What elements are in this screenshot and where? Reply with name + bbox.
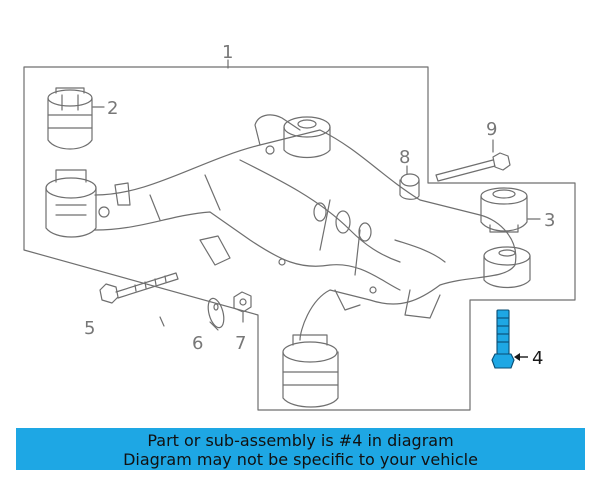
frame-top-mount bbox=[283, 116, 331, 159]
frame-left-bushing bbox=[45, 169, 97, 238]
parts-diagram: 1 2 3 4 5 6 7 8 9 bbox=[23, 42, 576, 411]
frame-right-bushing bbox=[483, 246, 531, 289]
callout-6: 6 bbox=[192, 333, 203, 354]
bushing-part-2 bbox=[47, 87, 93, 150]
frame-bottom-bushing bbox=[282, 334, 339, 408]
info-banner: Part or sub-assembly is #4 in diagram Di… bbox=[16, 428, 585, 470]
callout-9: 9 bbox=[486, 119, 497, 140]
bolt-part-4-highlighted bbox=[491, 309, 515, 369]
banner-line-2: Diagram may not be specific to your vehi… bbox=[123, 450, 478, 469]
leader-arrow-part-4 bbox=[514, 353, 528, 361]
callout-7: 7 bbox=[235, 333, 246, 354]
banner-line-1: Part or sub-assembly is #4 in diagram bbox=[147, 431, 454, 450]
bushing-part-8 bbox=[399, 173, 420, 200]
callout-8: 8 bbox=[399, 147, 410, 168]
bushing-part-3 bbox=[480, 187, 528, 233]
callout-5: 5 bbox=[84, 318, 95, 339]
callout-4: 4 bbox=[532, 348, 543, 369]
callout-2: 2 bbox=[107, 98, 118, 119]
assembly-outline bbox=[23, 66, 576, 411]
nut-part-7 bbox=[233, 291, 252, 313]
callout-3: 3 bbox=[544, 210, 555, 231]
subframe-crossmember bbox=[94, 114, 517, 341]
leader-lines bbox=[92, 59, 541, 331]
washer-part-6 bbox=[207, 297, 225, 329]
callout-1: 1 bbox=[222, 42, 233, 63]
bolt-part-5 bbox=[99, 272, 179, 304]
bolt-part-9 bbox=[435, 152, 511, 182]
